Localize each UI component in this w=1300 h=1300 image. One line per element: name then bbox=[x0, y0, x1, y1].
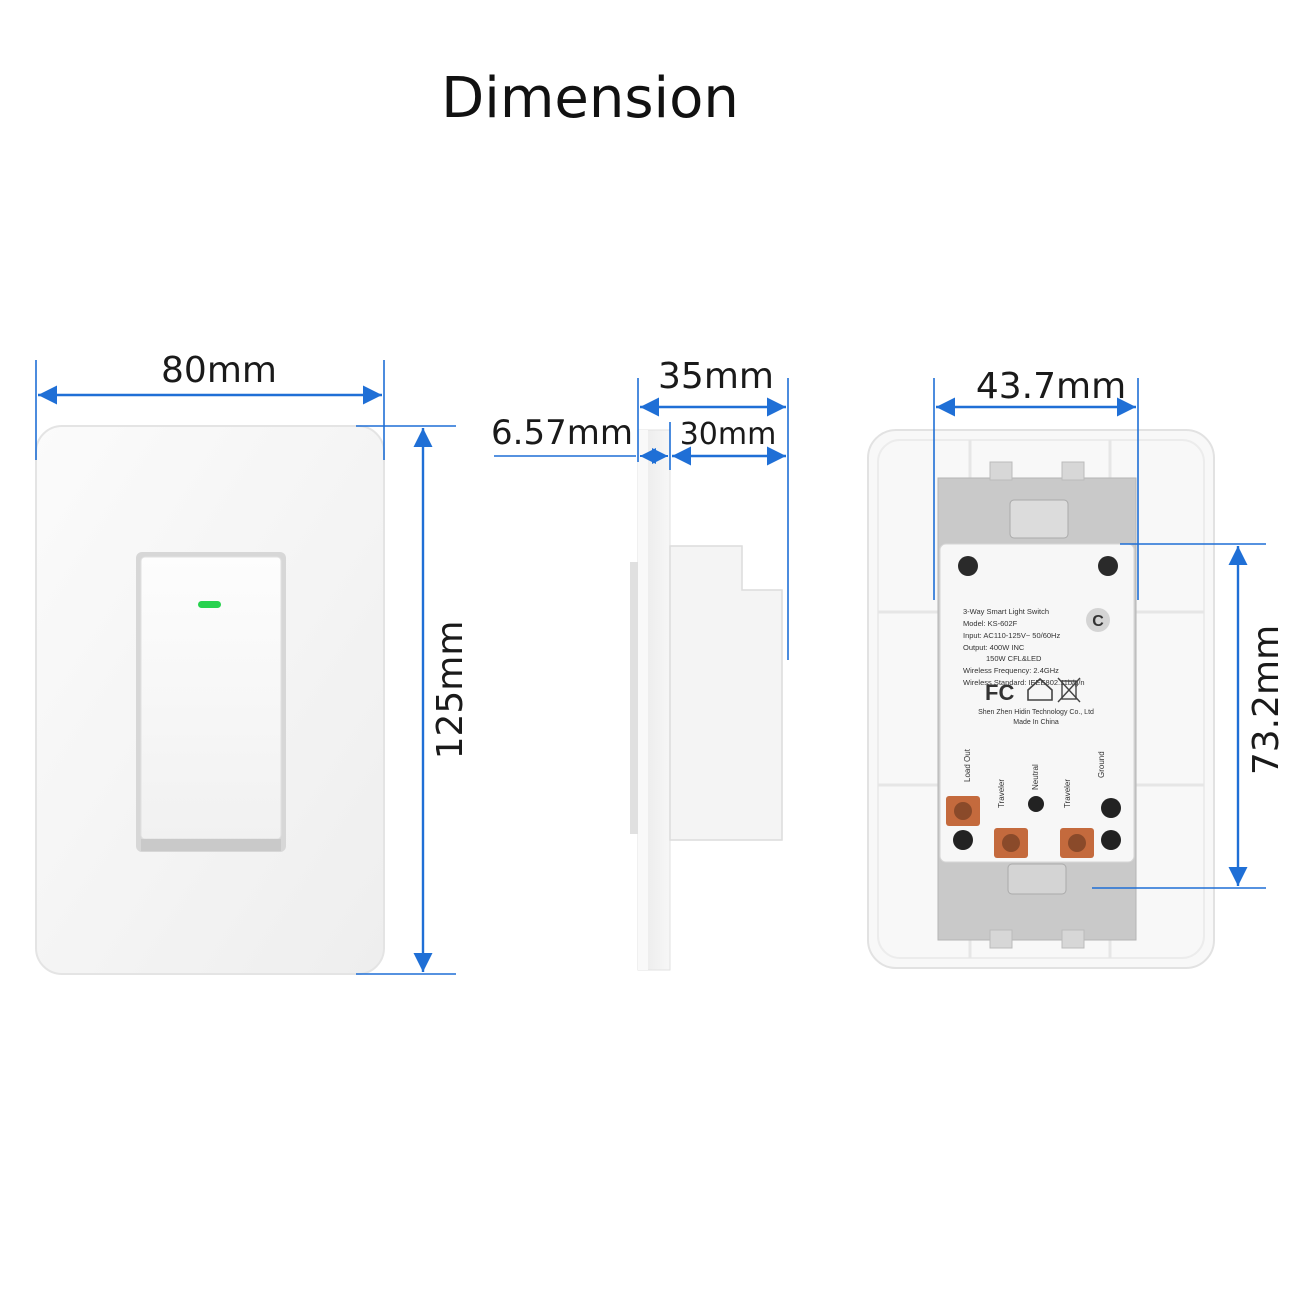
rocker-button bbox=[140, 556, 282, 840]
fcc-logo: FC bbox=[985, 680, 1014, 705]
terminal-label: Neutral bbox=[1031, 764, 1040, 790]
label-line: 150W CFL&LED bbox=[986, 654, 1042, 663]
front-width-label: 80mm bbox=[161, 350, 277, 391]
page-title: Dimension bbox=[441, 66, 739, 131]
yoke-tab-bottom bbox=[989, 929, 1013, 949]
home-use-icon bbox=[1027, 677, 1053, 701]
status-led bbox=[198, 601, 221, 608]
mounting-screw bbox=[958, 556, 978, 576]
front-view: 80mm 125mm bbox=[35, 350, 471, 975]
origin-text: Made In China bbox=[1013, 719, 1059, 726]
terminal-label: Traveler bbox=[997, 779, 1006, 808]
label-line: 3-Way Smart Light Switch bbox=[963, 607, 1049, 616]
label-line: Wireless Frequency: 2.4GHz bbox=[963, 666, 1059, 675]
terminal-screw bbox=[1101, 798, 1121, 818]
terminal-label: Load Out bbox=[963, 748, 972, 782]
side-plate-face bbox=[638, 430, 648, 970]
back-width-label: 43.7mm bbox=[976, 366, 1126, 407]
label-line: Model: KS-602F bbox=[963, 619, 1018, 628]
front-height-label: 125mm bbox=[430, 621, 471, 760]
label-line: Wireless Standard: IEEE802.11b/g/n bbox=[963, 678, 1085, 687]
side-view: 35mm 6.57mm 30mm bbox=[491, 356, 789, 971]
terminal-screw bbox=[954, 802, 972, 820]
body-depth-label: 30mm bbox=[680, 417, 777, 452]
side-body bbox=[669, 545, 783, 841]
label-line: Input: AC110-125V~ 50/60Hz bbox=[963, 631, 1060, 640]
terminal-screw bbox=[1002, 834, 1020, 852]
neutral-terminal-hole bbox=[1028, 796, 1044, 812]
module-body bbox=[939, 543, 1135, 863]
terminal-screw bbox=[953, 830, 973, 850]
weee-bin-icon bbox=[1057, 677, 1081, 703]
yoke-tab-top bbox=[989, 461, 1013, 481]
yoke-slot-bottom bbox=[1007, 863, 1067, 895]
terminal-label: Traveler bbox=[1063, 779, 1072, 808]
back-height-label: 73.2mm bbox=[1246, 625, 1287, 775]
label-line: Output: 400W INC bbox=[963, 643, 1025, 652]
yoke-tab-top bbox=[1061, 461, 1085, 481]
terminal-screw bbox=[1101, 830, 1121, 850]
side-depth-label: 35mm bbox=[658, 356, 774, 397]
terminal-label: Ground bbox=[1097, 751, 1106, 778]
c-certification-icon bbox=[1086, 608, 1110, 632]
back-view: 3-Way Smart Light Switch Model: KS-602F … bbox=[867, 366, 1287, 969]
rocker-bottom-shade bbox=[141, 839, 281, 851]
yoke-tab-bottom bbox=[1061, 929, 1085, 949]
back-plate-inner bbox=[877, 439, 1205, 959]
plate-thickness-label: 6.57mm bbox=[491, 413, 633, 453]
mounting-screw bbox=[1098, 556, 1118, 576]
yoke-slot-top bbox=[1009, 499, 1069, 539]
terminal-screw bbox=[1068, 834, 1086, 852]
manufacturer-text: Shen Zhen Hidin Technology Co., Ltd bbox=[978, 709, 1094, 716]
side-body-shadow bbox=[630, 562, 638, 834]
c-certification-glyph: C bbox=[1092, 613, 1104, 630]
